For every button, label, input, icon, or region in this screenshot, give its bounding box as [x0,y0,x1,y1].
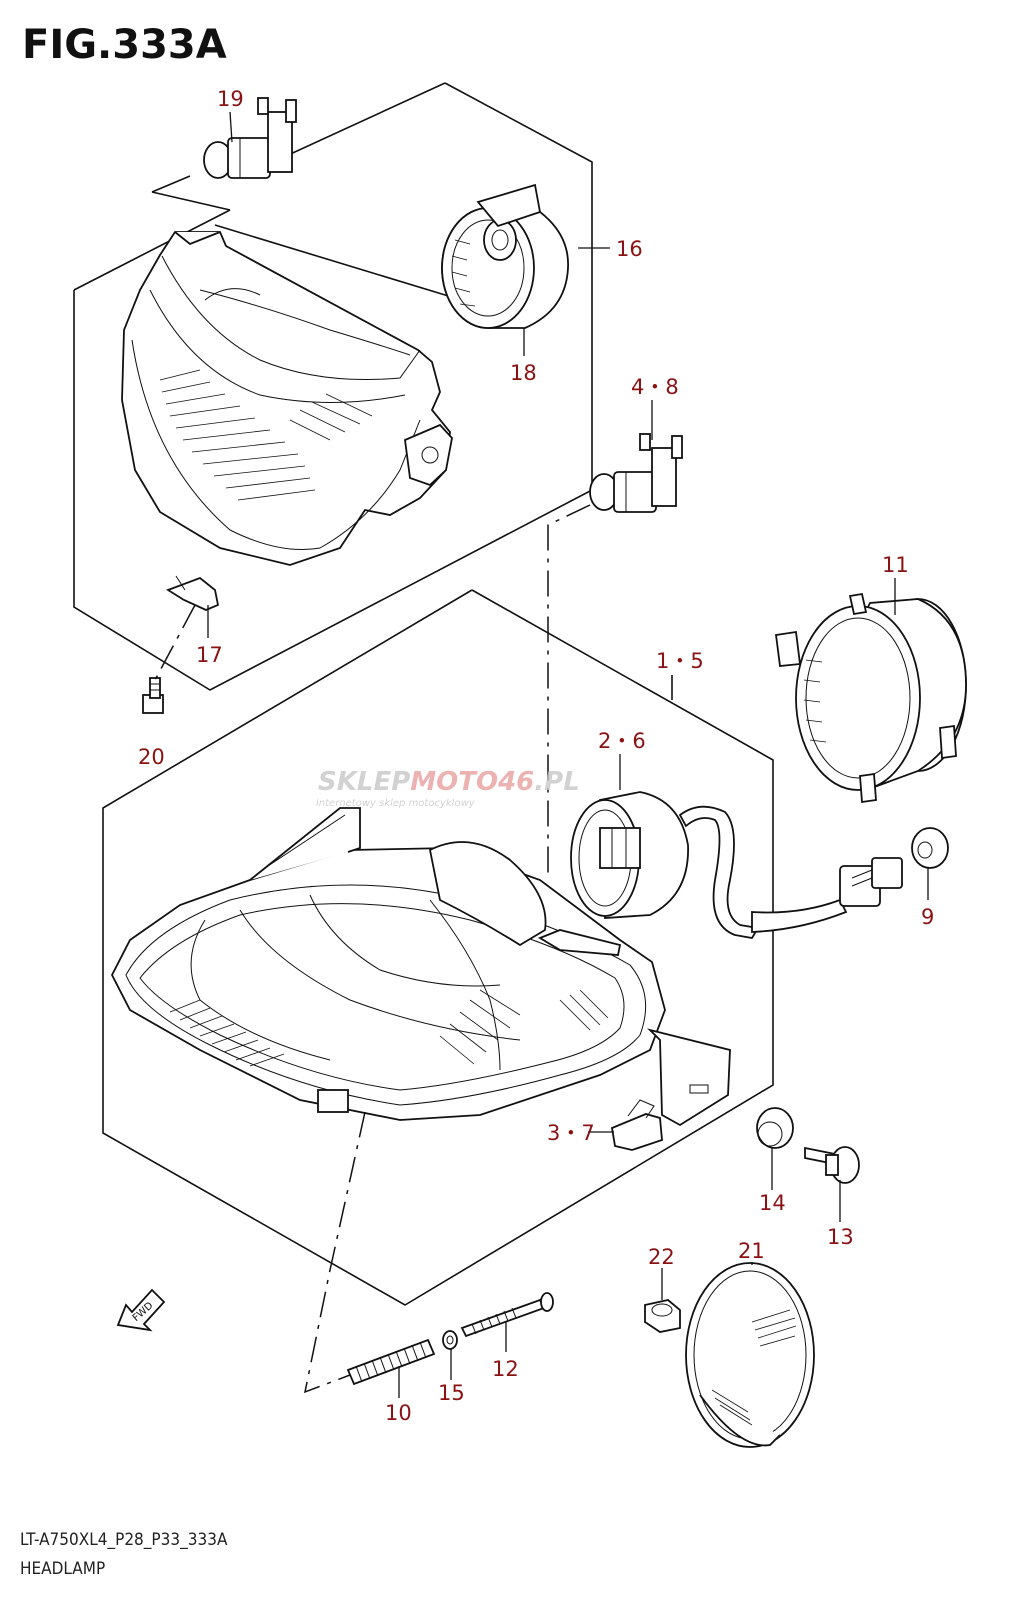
watermark-brand-d: .PL [534,767,580,797]
clip-3-7 [610,1099,663,1151]
washer-15 [442,1330,458,1350]
bulb-19 [203,97,297,179]
callout-19: 19 [217,87,244,111]
watermark: SKLEPMOTO46.PL internetowy sklep motocyk… [316,767,580,809]
lower-headlamp-housing [110,807,731,1127]
callout-14: 14 [759,1191,786,1215]
socket-2-6 [570,791,903,939]
callouts: 19 16 18 4・8 11 17 1・5 20 2・6 9 3・7 14 1… [138,87,934,1425]
retaining-ring-11 [774,592,967,804]
callout-17: 17 [196,643,223,667]
callout-21: 21 [738,1239,765,1263]
screw-20 [142,677,164,714]
fwd-arrow-icon: FWD [116,1288,166,1332]
callout-18: 18 [510,361,537,385]
nut-22 [644,1299,681,1333]
bolt-13 [804,1146,860,1184]
socket-cover-16 [441,183,569,329]
callout-20: 20 [138,745,165,769]
upper-headlamp-housing [121,231,453,566]
svg-text:SKLEPMOTO46.PL: SKLEPMOTO46.PL [318,767,580,797]
callout-1-5: 1・5 [656,649,704,673]
spring-10 [346,1338,436,1386]
leader-lines [207,111,929,1398]
callout-13: 13 [827,1225,854,1249]
watermark-brand-a: SKLEP [318,767,410,797]
callout-16: 16 [616,237,643,261]
callout-12: 12 [492,1357,519,1381]
callout-11: 11 [882,553,909,577]
callout-3-7: 3・7 [547,1121,595,1145]
bulb-4-8 [589,433,683,513]
callout-4-8: 4・8 [631,375,679,399]
watermark-tagline: internetowy sklep motocyklowy [316,798,476,809]
callout-10: 10 [385,1401,412,1425]
grommet-14 [756,1107,794,1149]
callout-22: 22 [648,1245,675,1269]
watermark-brand-c: 46 [497,767,534,797]
callout-2-6: 2・6 [598,729,646,753]
callout-15: 15 [438,1381,465,1405]
model-code: LT-A750XL4_P28_P33_333A [20,1530,228,1550]
figure-caption: HEADLAMP [20,1559,105,1579]
reflector-21 [685,1262,815,1448]
watermark-brand-b: MOTO [410,767,498,797]
screw-12 [460,1292,554,1338]
figure-title: FIG.333A [22,22,227,68]
grommet-9 [911,827,949,869]
clip-17 [165,575,220,611]
callout-9: 9 [921,905,934,929]
lower-assembly-box [102,589,774,1306]
